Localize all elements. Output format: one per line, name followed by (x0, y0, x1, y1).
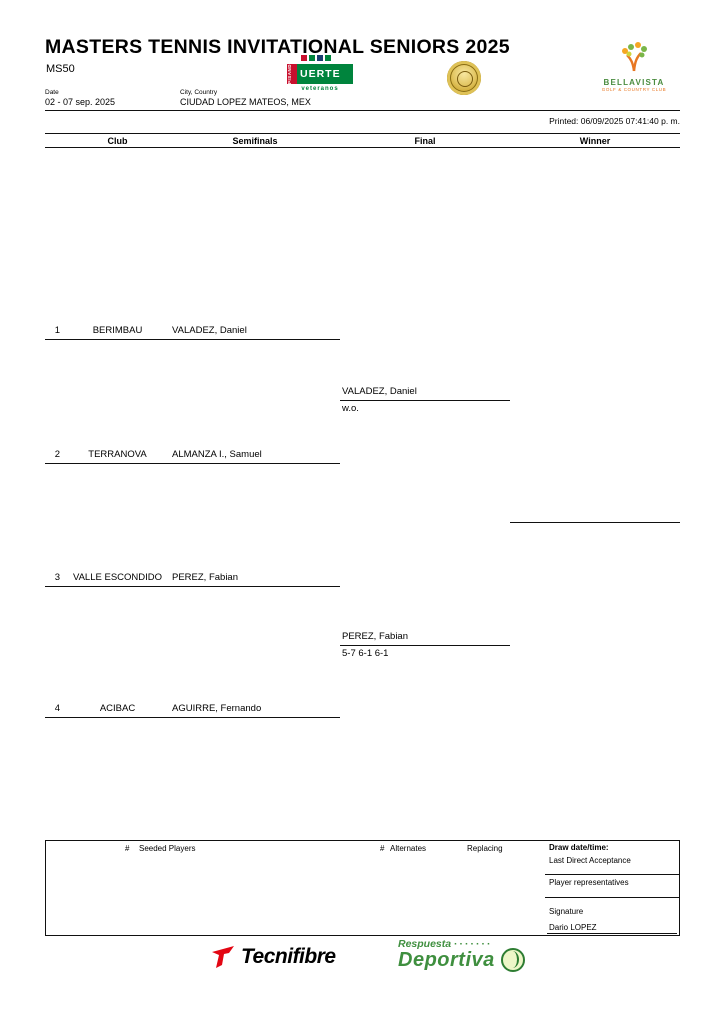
header-rule (45, 110, 680, 111)
tennis-ball-icon (500, 948, 525, 972)
semifinal-winner-name: PEREZ, Fabian (342, 631, 408, 642)
alternates-hash-label: # (380, 844, 385, 853)
bellavista-subtitle: GOLF & COUNTRY CLUB (601, 87, 667, 92)
city-value: CIUDAD LOPEZ MATEOS, MEX (180, 97, 311, 107)
seeded-hash-label: # (125, 844, 130, 853)
footer-table-row-divider (545, 897, 680, 898)
player-name: ALMANZA I., Samuel (172, 449, 262, 460)
pisando-subtext: veteranos (301, 86, 339, 92)
printed-rule (45, 133, 680, 134)
club-name: TERRANOVA (88, 449, 147, 460)
column-header-rule (45, 147, 680, 148)
signature-underline (547, 933, 677, 934)
last-direct-acceptance-label: Last Direct Acceptance (549, 856, 631, 865)
pisando-fuerte-logo: PISANDO UERTE veteranos (287, 55, 353, 92)
footer-table (45, 840, 680, 936)
tecnifibre-wordmark: Tecnifibre (241, 945, 336, 968)
bellavista-name: BELLAVISTA (603, 78, 665, 87)
match-score: 5-7 6-1 6-1 (342, 648, 389, 659)
player-name: AGUIRRE, Fernando (172, 703, 262, 714)
signature-name: Dario LOPEZ (549, 923, 597, 932)
player-name: VALADEZ, Daniel (172, 325, 247, 336)
pisando-pixel-squares-icon (287, 55, 353, 64)
footer-table-row-divider (545, 874, 680, 875)
club-name: BERIMBAU (92, 325, 143, 336)
seed-number: 4 (54, 703, 60, 714)
page-title: MASTERS TENNIS INVITATIONAL SENIORS 2025 (45, 36, 510, 58)
respuesta-text: Respuesta (398, 938, 452, 950)
tecnifibre-logo: Tecnifibre (210, 944, 336, 970)
deportiva-wordmark: Deportiva (398, 949, 495, 971)
event-category: MS50 (46, 63, 75, 75)
pisando-vertical-text: PISANDO (287, 60, 297, 84)
replacing-label: Replacing (467, 844, 503, 853)
column-header-semifinals: Semifinals (232, 136, 278, 146)
draw-datetime-label: Draw date/time: (549, 843, 609, 852)
pisando-banner: PISANDO UERTE (287, 60, 353, 84)
seed-number: 1 (54, 325, 60, 336)
column-header-club: Club (107, 136, 128, 146)
dots-decoration: ······· (454, 938, 493, 950)
pisando-main-text: UERTE (300, 68, 341, 80)
date-label: Date (45, 89, 59, 96)
bellavista-tree-icon (622, 42, 647, 72)
city-label: City, Country (180, 89, 218, 96)
bellavista-logo: BELLAVISTA GOLF & COUNTRY CLUB (594, 42, 674, 92)
entry-2-underline (45, 463, 340, 464)
column-header-final: Final (414, 136, 436, 146)
tecnifibre-t-icon (212, 946, 234, 968)
signature-label: Signature (549, 907, 584, 916)
club-name: ACIBAC (99, 703, 136, 714)
player-name: PEREZ, Fabian (172, 572, 238, 583)
respuesta-deportiva-logo: Respuesta ······· Deportiva (398, 938, 525, 972)
club-name: VALLE ESCONDIDO (72, 572, 163, 583)
entry-3-underline (45, 586, 340, 587)
entry-1-underline (45, 339, 340, 340)
match-score: w.o. (342, 403, 359, 414)
seed-number: 3 (54, 572, 60, 583)
printed-timestamp: Printed: 06/09/2025 07:41:40 p. m. (549, 116, 680, 126)
player-representatives-label: Player representatives (549, 878, 629, 887)
seed-number: 2 (54, 449, 60, 460)
semifinal-1-winner-line (340, 400, 510, 401)
respuesta-wordmark: Respuesta ······· (398, 938, 495, 950)
seeded-players-label: Seeded Players (139, 844, 196, 853)
alternates-label: Alternates (390, 844, 427, 853)
date-value: 02 - 07 sep. 2025 (45, 97, 116, 107)
semifinal-2-winner-line (340, 645, 510, 646)
entry-4-underline (45, 717, 340, 718)
winner-line (510, 522, 680, 523)
semifinal-winner-name: VALADEZ, Daniel (342, 386, 417, 397)
gold-medal-icon (447, 61, 481, 95)
column-header-winner: Winner (579, 136, 611, 146)
